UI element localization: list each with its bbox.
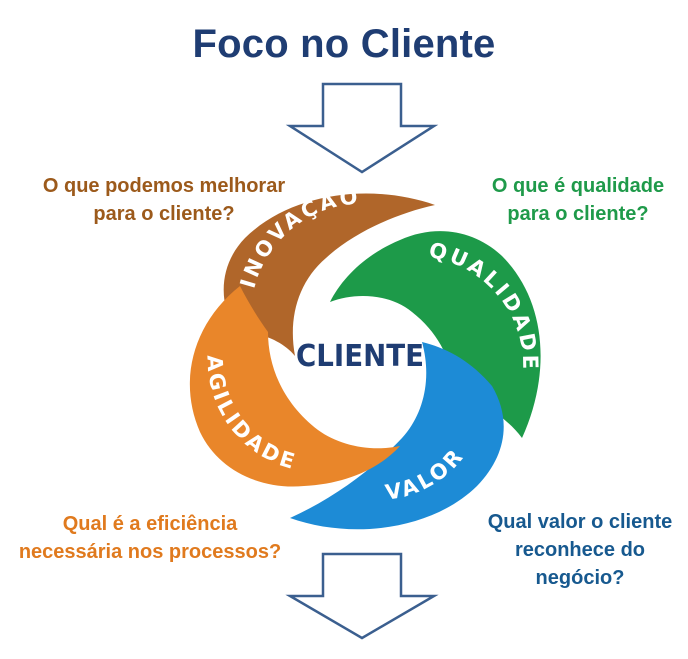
question-qualidade-line-2: para o cliente? bbox=[507, 203, 649, 225]
center-label: CLIENTE bbox=[296, 339, 424, 374]
question-qualidade-line-1: O que é qualidade bbox=[491, 175, 665, 197]
question-agilidade: Qual é a eficiência necessária nos proce… bbox=[0, 510, 300, 566]
question-valor-line-2: reconhece do bbox=[514, 539, 646, 561]
question-valor: Qual valor o cliente reconhece do negóci… bbox=[478, 508, 682, 592]
question-inovacao: O que podemos melhorar para o cliente? bbox=[14, 172, 314, 228]
question-inovacao-line-1: O que podemos melhorar bbox=[42, 175, 286, 197]
segment-inovacao bbox=[223, 193, 435, 356]
question-valor-line-1: Qual valor o cliente bbox=[487, 511, 673, 533]
arrow-down-top-icon bbox=[285, 82, 439, 174]
question-qualidade: O que é qualidade para o cliente? bbox=[470, 172, 686, 228]
arrow-down-bottom-icon bbox=[285, 552, 439, 640]
question-agilidade-line-2: necessária nos processos? bbox=[18, 541, 282, 563]
segment-valor bbox=[290, 342, 504, 530]
question-valor-line-3: negócio? bbox=[535, 567, 625, 589]
question-agilidade-line-1: Qual é a eficiência bbox=[62, 513, 238, 535]
page-title: Foco no Cliente bbox=[192, 22, 496, 66]
question-inovacao-line-2: para o cliente? bbox=[93, 203, 235, 225]
segment-agilidade bbox=[189, 286, 400, 487]
